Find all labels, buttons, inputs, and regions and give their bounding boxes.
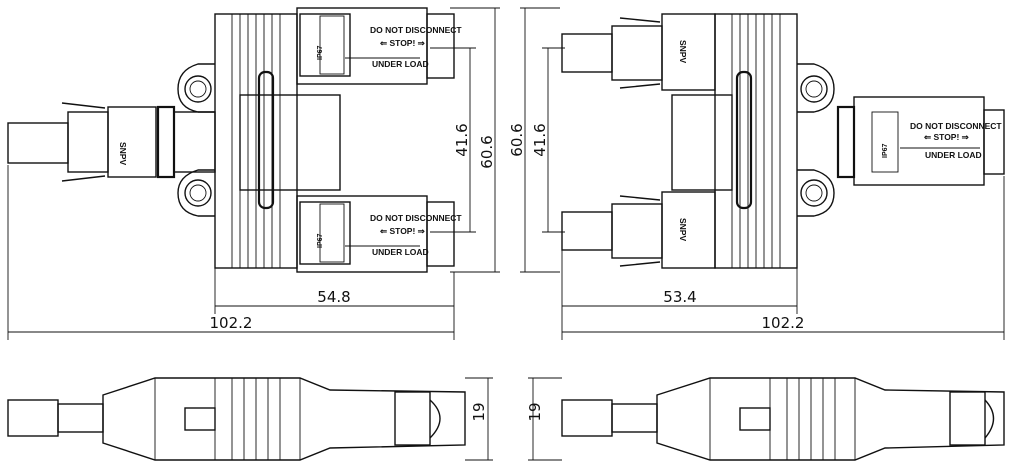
svg-text:DO NOT DISCONNECT: DO NOT DISCONNECT (910, 121, 1002, 131)
svg-text:⇐ STOP! ⇒: ⇐ STOP! ⇒ (924, 132, 970, 142)
dim-right-width-total: 102.2 (762, 314, 805, 332)
dim-left-width-body: 54.8 (317, 288, 350, 306)
svg-text:DO NOT DISCONNECT: DO NOT DISCONNECT (370, 213, 462, 223)
right-single-output: IP67 DO NOT DISCONNECT ⇐ STOP! ⇒ UNDER L… (836, 96, 1005, 186)
left-mounting-lugs (177, 63, 215, 217)
right-side-view (561, 377, 1005, 461)
left-upper-output: IP67 DO NOT DISCONNECT ⇐ STOP! ⇒ UNDER L… (296, 7, 462, 85)
svg-text:UNDER LOAD: UNDER LOAD (372, 247, 429, 257)
dimension-lines-top (7, 7, 1005, 340)
dim-left-side-height: 19 (470, 402, 488, 421)
svg-text:SNPV: SNPV (678, 218, 688, 241)
dim-left-height-inner: 41.6 (453, 123, 471, 156)
right-lower-input: SNPV (561, 191, 716, 269)
dim-right-height-inner: 41.6 (531, 123, 549, 156)
left-center-slot (257, 70, 275, 210)
dim-right-height-outer: 60.6 (508, 123, 526, 156)
svg-text:SNPV: SNPV (118, 142, 128, 165)
dim-right-width-body: 53.4 (663, 288, 696, 306)
dim-left-height-outer: 60.6 (478, 135, 496, 168)
left-lower-output: IP67 DO NOT DISCONNECT ⇐ STOP! ⇒ UNDER L… (296, 195, 462, 273)
svg-text:IP67: IP67 (317, 45, 324, 60)
svg-text:IP67: IP67 (317, 233, 324, 248)
right-inner-window (671, 94, 733, 191)
dimension-right-side (528, 377, 562, 461)
svg-text:UNDER LOAD: UNDER LOAD (372, 59, 429, 69)
svg-text:DO NOT DISCONNECT: DO NOT DISCONNECT (370, 25, 462, 35)
dim-right-side-height: 19 (526, 402, 544, 421)
svg-text:IP67: IP67 (882, 143, 889, 158)
svg-text:UNDER LOAD: UNDER LOAD (925, 150, 982, 160)
dim-left-width-total: 102.2 (210, 314, 253, 332)
right-center-slot (735, 70, 753, 210)
svg-text:SNPV: SNPV (678, 40, 688, 63)
left-top-view: SNPV IP67 DO NOT DISCONNECT ⇐ STOP! ⇒ UN… (7, 7, 462, 273)
svg-text:⇐ STOP! ⇒: ⇐ STOP! ⇒ (380, 38, 426, 48)
svg-text:⇐ STOP! ⇒: ⇐ STOP! ⇒ (380, 226, 426, 236)
left-inner-window (239, 94, 341, 191)
left-housing-ribs (231, 14, 281, 268)
right-upper-input: SNPV (561, 13, 716, 91)
right-top-view: SNPV SNPV IP67 DO NOT DISCONNECT ⇐ STOP!… (561, 13, 1005, 269)
left-single-input: SNPV (7, 102, 216, 182)
dimension-left-side (465, 377, 493, 461)
right-housing-ribs (731, 14, 781, 268)
left-side-view (7, 377, 466, 461)
right-mounting-lugs (797, 63, 835, 217)
